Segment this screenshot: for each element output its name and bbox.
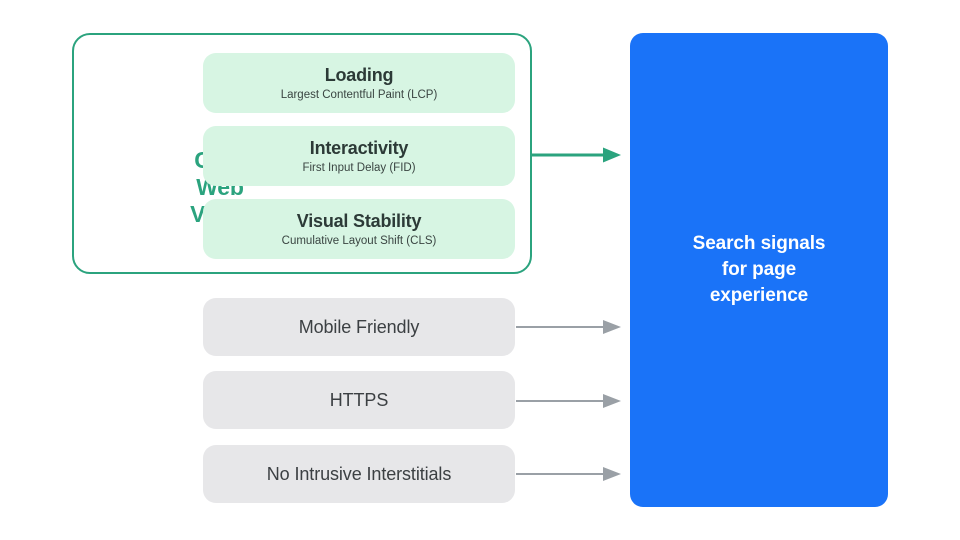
search-signals-text: Search signals for page experience <box>692 233 826 306</box>
mobile-friendly-arrow <box>516 320 621 334</box>
no-intrusive-interstitials-arrow <box>516 467 621 481</box>
vital-title-loading: Loading <box>324 64 394 85</box>
vital-subtitle-loading: Largest Contentful Paint (LCP) <box>280 88 438 101</box>
signal-label-no-intrusive-interstitials: No Intrusive Interstitials <box>266 464 452 484</box>
core-web-vitals-arrow <box>532 147 621 163</box>
https-arrow <box>516 394 621 408</box>
signal-card-mobile-friendly[interactable]: Mobile Friendly <box>203 298 515 356</box>
vital-card-loading[interactable]: Loading Largest Contentful Paint (LCP) <box>203 53 515 113</box>
signal-label-https: HTTPS <box>329 390 389 410</box>
vital-card-interactivity[interactable]: Interactivity First Input Delay (FID) <box>203 126 515 186</box>
vital-card-visual-stability[interactable]: Visual Stability Cumulative Layout Shift… <box>203 199 515 259</box>
vital-title-interactivity: Interactivity <box>309 137 409 158</box>
vital-title-visual-stability: Visual Stability <box>296 210 422 231</box>
search-signals-box[interactable]: Search signals for page experience <box>630 33 888 507</box>
vital-subtitle-interactivity: First Input Delay (FID) <box>302 161 416 174</box>
signal-card-https[interactable]: HTTPS <box>203 371 515 429</box>
vital-subtitle-visual-stability: Cumulative Layout Shift (CLS) <box>281 234 437 247</box>
signal-card-no-intrusive-interstitials[interactable]: No Intrusive Interstitials <box>203 445 515 503</box>
signal-label-mobile-friendly: Mobile Friendly <box>298 317 420 337</box>
